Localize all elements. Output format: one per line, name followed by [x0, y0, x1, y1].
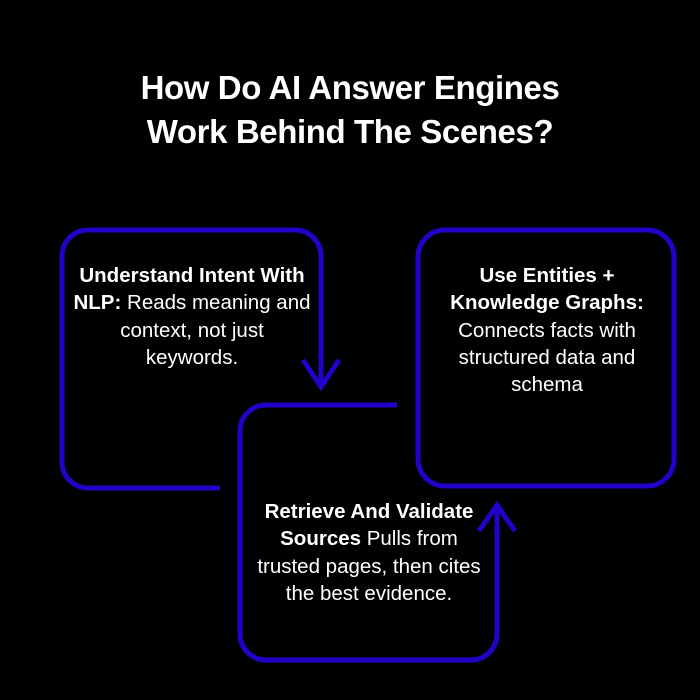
step-card-entities-knowledge-graphs: Use Entities + Knowledge Graphs: Connect… [424, 262, 670, 398]
step-card-retrieve-validate-sources: Retrieve And Validate Sources Pulls from… [252, 498, 486, 607]
step3-body-text: Pulls from trusted pages, then cites the… [257, 527, 481, 605]
page-title: How Do AI Answer Engines Work Behind The… [140, 69, 560, 150]
step1-lead-text: Understand Intent With NLP: [73, 264, 305, 315]
step2-body-text: Connects facts with structured data and … [458, 318, 636, 397]
step1-body-text: Reads meaning and context, not just keyw… [120, 291, 311, 369]
step3-lead-text: Retrieve And Validate Sources [264, 500, 474, 551]
step2-lead-text: Use Entities + Knowledge Graphs: [450, 264, 644, 315]
step-card-understand-intent: Understand Intent With NLP: Reads meanin… [72, 262, 312, 371]
